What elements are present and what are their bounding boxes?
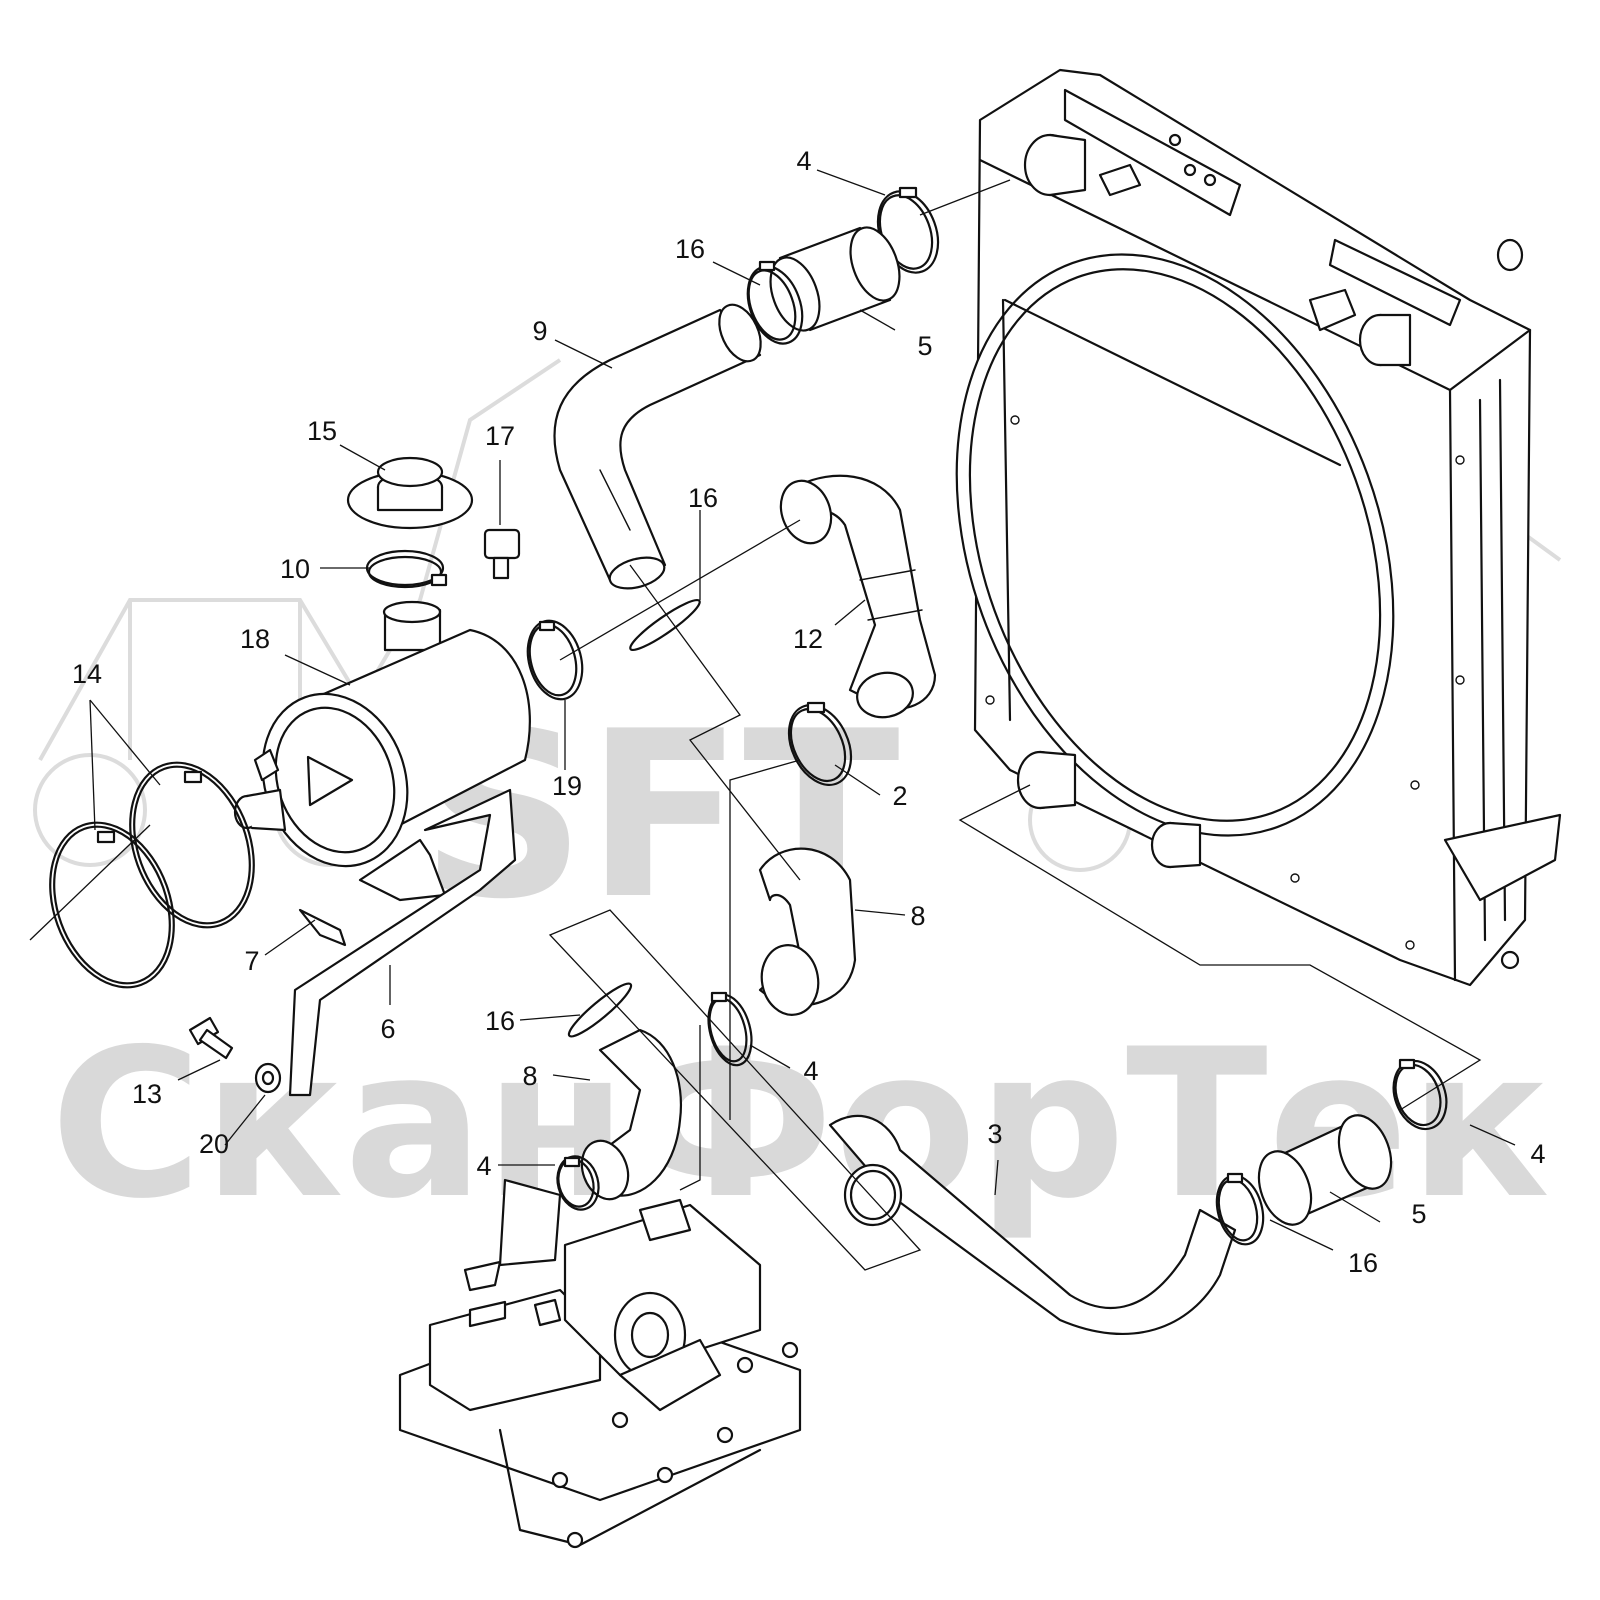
clamp-4-mid <box>707 991 753 1067</box>
assembly-lines <box>29 179 1482 1271</box>
callout-4: 4 <box>476 1151 491 1181</box>
clamp-16-top <box>746 260 804 345</box>
strap-7 <box>298 838 447 947</box>
callout-4: 4 <box>796 146 811 176</box>
hose-sleeve-5-right <box>1257 1114 1393 1226</box>
callout-20: 20 <box>199 1129 229 1159</box>
callout-7: 7 <box>244 946 259 976</box>
callout-8: 8 <box>910 901 925 931</box>
callout-2: 2 <box>892 781 907 811</box>
cap-15 <box>346 456 474 530</box>
clamp-19 <box>526 619 584 701</box>
leader-lines <box>89 169 1516 1251</box>
radiator-assembly <box>955 68 1562 987</box>
clamp-2 <box>787 701 853 786</box>
callout-16: 16 <box>675 234 705 264</box>
callout-5: 5 <box>1411 1199 1426 1229</box>
bracket-6 <box>288 788 517 1097</box>
callout-4: 4 <box>1530 1139 1545 1169</box>
engine-block <box>398 1178 802 1549</box>
callout-12: 12 <box>793 624 823 654</box>
callout-16: 16 <box>1348 1248 1378 1278</box>
clamp-10 <box>365 549 448 589</box>
clamp-4-lower <box>556 1155 600 1211</box>
watermark: SFT СканФорТек <box>33 358 1562 1244</box>
bolt-13 <box>188 1016 234 1060</box>
clamp-16-right <box>1215 1172 1265 1246</box>
callout-16: 16 <box>688 483 718 513</box>
callout-15: 15 <box>307 416 337 446</box>
pipe-9 <box>553 303 762 590</box>
hose-12 <box>779 474 937 719</box>
washer-20 <box>254 1062 282 1094</box>
clamp-4-right <box>1392 1058 1448 1131</box>
callout-9: 9 <box>532 316 547 346</box>
callout-14: 14 <box>72 659 102 689</box>
band-16-lower <box>567 982 633 1038</box>
callout-17: 17 <box>485 421 515 451</box>
elbow-8-upper <box>758 847 857 1016</box>
clamp-14-b <box>49 821 175 989</box>
clamp-14-a <box>129 761 255 929</box>
air-filter-18 <box>233 600 531 868</box>
callout-3: 3 <box>987 1119 1002 1149</box>
hose-3 <box>828 1114 1237 1335</box>
callout-8: 8 <box>522 1061 537 1091</box>
valve-17 <box>483 528 521 580</box>
callout-5: 5 <box>917 331 932 361</box>
hose-sleeve-5-top <box>769 226 901 332</box>
callout-18: 18 <box>240 624 270 654</box>
watermark-brand: СканФорТек <box>50 1006 1550 1244</box>
band-16-mid <box>629 598 701 652</box>
callout-6: 6 <box>380 1014 395 1044</box>
callout-16: 16 <box>485 1006 515 1036</box>
callout-labels: 4 16 9 5 15 17 16 10 18 12 14 19 2 8 7 6… <box>72 146 1546 1278</box>
callout-4: 4 <box>803 1056 818 1086</box>
callout-10: 10 <box>280 554 310 584</box>
callout-13: 13 <box>132 1079 162 1109</box>
callout-19: 19 <box>552 771 582 801</box>
